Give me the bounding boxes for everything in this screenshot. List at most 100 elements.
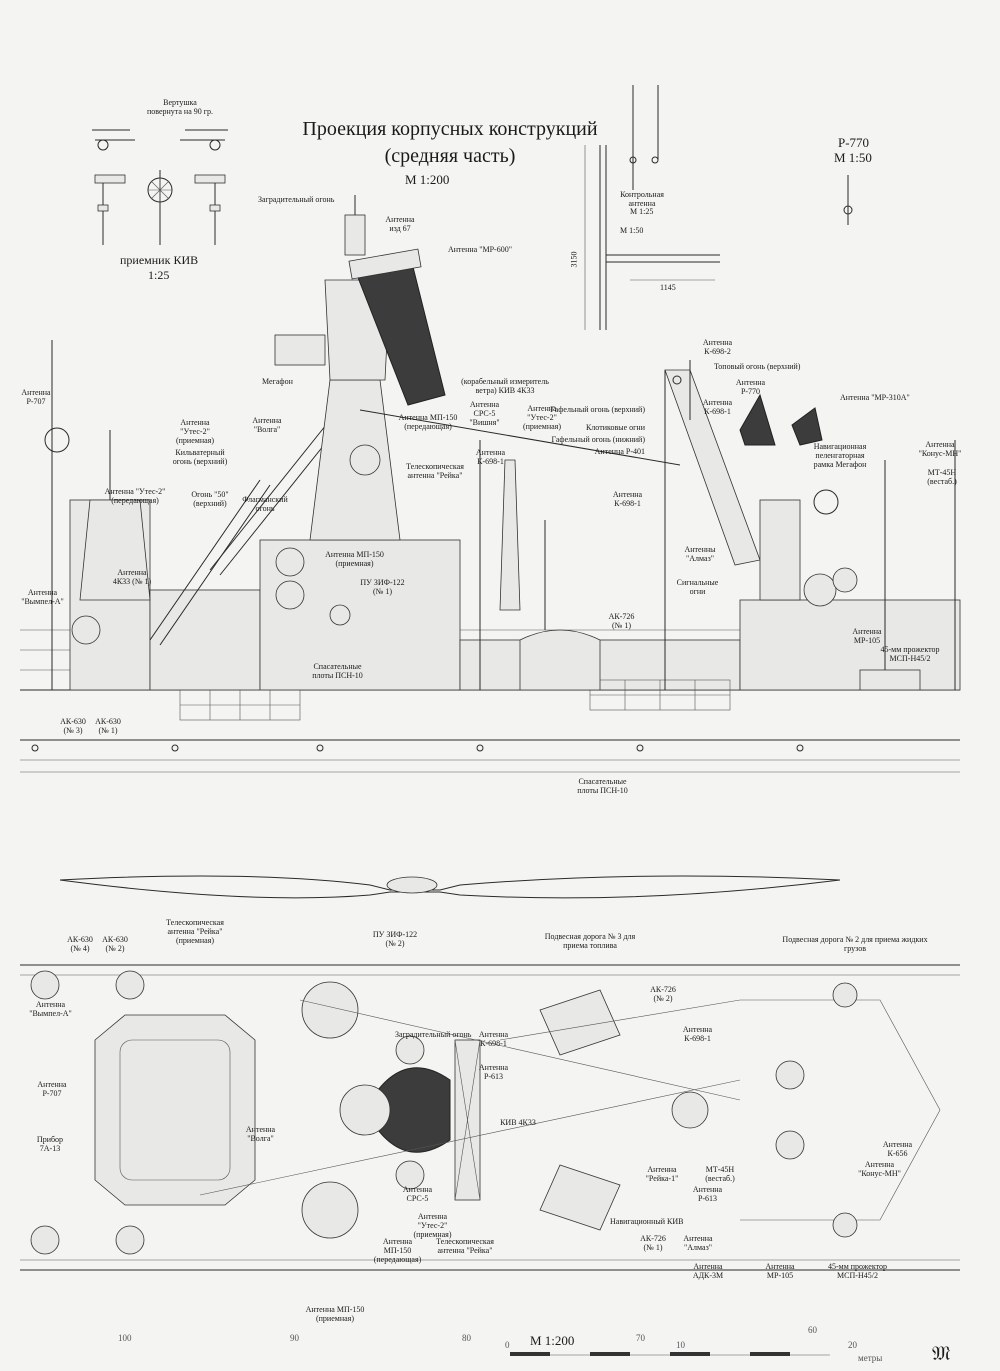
frame-num-100: 100	[118, 1333, 132, 1343]
plan-almaz: Антенна "Алмаз"	[683, 1234, 713, 1252]
label-utes2: Антенна "Утес-2" (приемная)	[522, 404, 561, 431]
kiv-scale: 1:25	[148, 268, 170, 282]
frame-num-60: 60	[808, 1325, 817, 1335]
plan-p613: Антенна Р-613	[478, 1063, 509, 1081]
frame-num-10: 10	[676, 1340, 685, 1350]
plan-mp150pr: Антенна МП-150 (приемная)	[305, 1305, 365, 1323]
control-antenna-detail	[584, 85, 853, 330]
r770-scale: М 1:50	[834, 150, 872, 165]
plan-reyka1: Антенна "Рейка-1"	[645, 1165, 679, 1183]
label-klot: Клотиковые огни	[585, 423, 645, 432]
label-korab: (корабельный измеритель ветра) КИВ 4К33	[461, 377, 549, 395]
label-kilv: Кильватерный огонь (верхний)	[172, 448, 228, 466]
label-p707: Антенна Р-707	[21, 388, 51, 406]
frame-num-20: 20	[848, 1340, 857, 1350]
plan-ak630-2: АК-630 (№ 2)	[102, 935, 128, 953]
plan-ak630-4: АК-630 (№ 4)	[67, 935, 93, 953]
plan-45mm: 45-мм прожектор МСП-Н45/2	[827, 1262, 887, 1280]
label-mp150p: Антенна МП-150 (передающая)	[398, 413, 458, 431]
side-elevation	[20, 195, 961, 773]
control-antenna-scale-b: М 1:50	[620, 226, 644, 235]
label-p401: Антенна Р-401	[594, 447, 645, 456]
plan-kiv: КИВ 4К33	[500, 1118, 536, 1127]
plan-navkiv: Навигационный КИВ	[610, 1217, 684, 1226]
label-mr105: Антенна МР-105	[852, 627, 882, 645]
kiv-receiver-detail	[92, 129, 228, 245]
label-navig: Навигационная пеленгаторная рамка Мегафо…	[813, 442, 867, 469]
plan-src5: Антенна СРС-5	[402, 1185, 433, 1203]
plan-mt45: МТ-45Н (вестаб.)	[705, 1165, 735, 1183]
label-k6981: Антенна К-698-1	[475, 448, 506, 466]
label-zagrad: Заградительный огонь	[258, 195, 335, 204]
plan-pu2: ПУ ЗИФ-122 (№ 2)	[372, 930, 418, 948]
plan-p707: Антенна Р-707	[37, 1080, 67, 1098]
page-title: Проекция корпусных конструкций	[302, 118, 598, 140]
label-flag: Флагманский огонь	[242, 495, 288, 513]
frame-num-90: 90	[290, 1333, 299, 1343]
dim-vertical: 3150	[569, 251, 579, 268]
plan-utes: Антенна "Утес-2" (приемная)	[413, 1212, 452, 1239]
plan-ak726-2: АК-726 (№ 2)	[650, 985, 676, 1003]
label-pu: ПУ ЗИФ-122 (№ 1)	[360, 578, 405, 596]
plan-k6981b: Антенна К-698-1	[682, 1025, 713, 1043]
label-ak726: АК-726 (№ 1)	[608, 612, 635, 630]
kiv-rotated-note: Вертушка повернута на 90 гр.	[146, 98, 214, 116]
plan-volga: Антенна "Волга"	[245, 1125, 276, 1143]
frame-num-70: 70	[636, 1333, 645, 1343]
plan-mr105: Антенна МР-105	[765, 1262, 795, 1280]
plan-road3: Подвесная дорога № 3 для приема топлива	[544, 932, 636, 950]
label-utes-pr: Антенна "Утес-2" (приемная)	[175, 418, 214, 445]
kiv-caption: приемник КИВ	[120, 253, 199, 267]
plan-vympel: Антенна "Вымпел-А"	[29, 1000, 72, 1018]
hull-profile-strip	[59, 875, 841, 899]
plan-mp150: Антенна МП-150 (передающая)	[373, 1237, 422, 1264]
page-subtitle: (средняя часть)	[384, 145, 516, 167]
label-vympel: Антенна "Вымпел-А"	[21, 588, 64, 606]
plan-p613b: Антенна Р-613	[692, 1185, 723, 1203]
frame-num-80: 80	[462, 1333, 471, 1343]
label-top: Топовый огонь (верхний)	[714, 362, 801, 371]
plan-view	[20, 964, 960, 1271]
bottom-scale: М 1:200	[530, 1333, 575, 1348]
label-ak630-3: АК-630 (№ 3)	[60, 717, 86, 735]
main-scale: М 1:200	[405, 172, 450, 187]
plan-adk: Антенна АДК-3М	[692, 1262, 724, 1280]
label-mt45: МТ-45Н (вестаб.)	[927, 468, 957, 486]
label-teles: Телескопическая антенна "Рейка"	[406, 462, 464, 480]
label-45mm: 45-мм прожектор МСП-Н45/2	[880, 645, 940, 663]
label-ant67: Антенна изд 67	[385, 215, 415, 233]
frame-num-0: 0	[505, 1340, 510, 1350]
label-ak630-1: АК-630 (№ 1)	[95, 717, 121, 735]
label-alex: Антенны "Алмаз"	[684, 545, 716, 563]
label-mr310: Антенна "МР-310А"	[840, 393, 910, 402]
units-label: метры	[858, 1353, 883, 1363]
label-4k33: Антенна 4К33 (№ 1)	[112, 568, 152, 586]
label-gaf-dn: Гафельный огонь (нижний)	[551, 435, 645, 444]
label-megafon: Мегафон	[262, 377, 293, 386]
label-psn: Спасательные плоты ПСН-10	[312, 662, 363, 680]
dim-horizontal: 1145	[660, 283, 676, 292]
publisher-logo: 𝔐	[932, 1343, 951, 1365]
label-konus: Антенна "Конус-МН"	[918, 440, 962, 458]
label-src5: Антенна СРС-5 "Вишня"	[469, 400, 500, 427]
r770-title: Р-770	[838, 135, 870, 150]
plan-zagrad: Заградительный огонь	[395, 1030, 472, 1039]
label-gaf-up: Гафельный огонь (верхний)	[550, 405, 645, 414]
label-mr600: Антенна "МР-600"	[448, 245, 512, 254]
control-antenna-scale: М 1:25	[630, 207, 654, 216]
label-k6981b: Антенна К-698-1	[702, 398, 733, 416]
plan-k6981: Антенна К-698-1	[478, 1030, 509, 1048]
plan-ak726: АК-726 (№ 1)	[640, 1234, 666, 1252]
plan-pribor: Прибор 7А-13	[36, 1135, 64, 1153]
plan-k656: Антенна К-656	[882, 1140, 913, 1158]
plan-road2: Подвесная дорога № 2 для приема жидких г…	[782, 935, 928, 953]
label-k6981c: Антенна К-698-1	[612, 490, 643, 508]
label-psn2: Спасательные плоты ПСН-10	[577, 777, 628, 795]
label-mp150: Антенна МП-150 (приемная)	[325, 550, 384, 568]
plan-teles: Телескопическая антенна "Рейка" (приемна…	[166, 918, 224, 945]
plan-teles2: Телескопическая антенна "Рейка"	[436, 1237, 494, 1255]
label-k6982: Антенна К-698-2	[702, 338, 733, 356]
label-p770: Антенна Р-770	[735, 378, 766, 396]
control-antenna-caption: Контрольная антенна	[620, 190, 664, 208]
